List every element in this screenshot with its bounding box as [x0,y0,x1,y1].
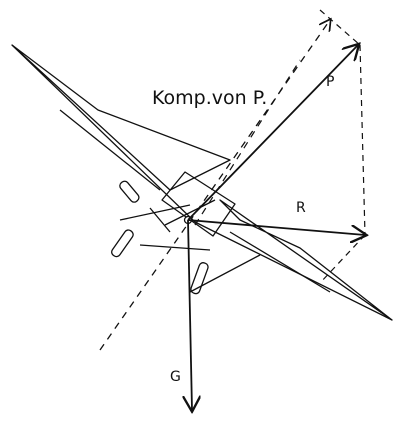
dashed-right-line [359,44,366,236]
right-skid [190,262,209,295]
title-label: Komp.von P. [152,87,267,109]
dashed-axis-line [99,20,330,351]
vector-r-arrow [187,219,365,235]
nose-skid [119,180,140,203]
p-label: P [326,74,334,90]
left-wing [11,44,231,191]
dashed-top-line [319,9,361,46]
g-label: G [170,369,181,385]
fuselage [161,171,236,237]
left-skid [111,229,134,258]
dashed-lower-line [319,234,366,284]
vector-p-arrow [187,45,358,221]
dashed-short-line [194,59,301,226]
airplane-outline [11,44,393,321]
vector-g-arrow [188,219,192,410]
r-label: R [296,200,306,216]
right-wing [219,199,393,321]
